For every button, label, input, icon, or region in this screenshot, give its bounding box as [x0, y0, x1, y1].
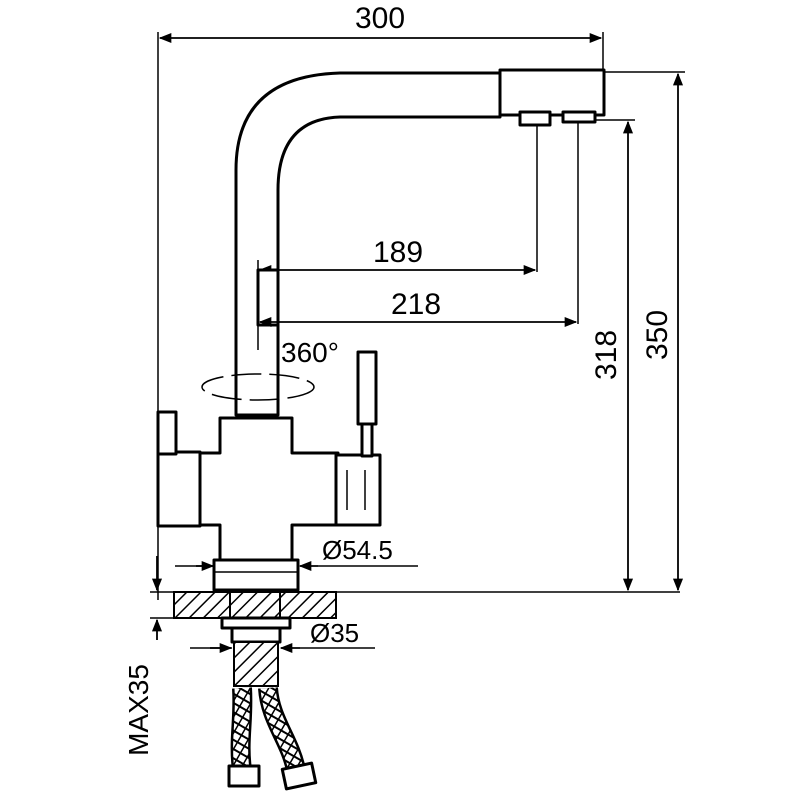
spout: [234, 71, 502, 417]
right-lever: [356, 350, 378, 426]
dimension-lines: [150, 32, 685, 654]
outlet-mixed: [561, 110, 597, 124]
base-collar: [212, 558, 300, 592]
dim-total-width: 300: [355, 2, 405, 35]
rotation-indicator: [201, 373, 315, 401]
valve-body: [196, 416, 340, 562]
dim-total-height: 350: [641, 310, 674, 360]
dim-reach-218: 218: [391, 288, 441, 321]
right-handle: [334, 453, 382, 527]
faucet-body: [156, 68, 606, 592]
shank: [220, 616, 292, 687]
left-handle: [156, 450, 202, 528]
dim-max-counter: MAX35: [123, 664, 154, 756]
dim-reach-189: 189: [373, 236, 423, 269]
hoses: [227, 686, 318, 791]
dim-body-diameter: Ø54.5: [322, 535, 393, 565]
dim-rotation: 360°: [281, 337, 339, 368]
dim-shank-diameter: Ø35: [310, 618, 359, 648]
outlet-filtered: [518, 110, 552, 127]
hose-nut-left: [227, 764, 261, 788]
spout-head: [498, 68, 606, 117]
counter-section: [173, 591, 680, 619]
hose-nut-right: [280, 761, 318, 791]
left-lever: [156, 410, 178, 456]
dim-spout-height: 318: [590, 330, 623, 380]
